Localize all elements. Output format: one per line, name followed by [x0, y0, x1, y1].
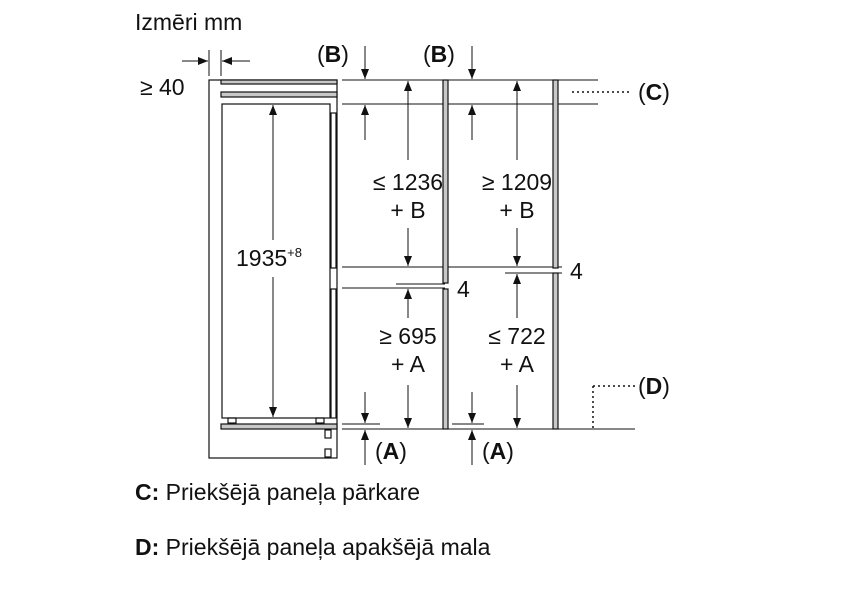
gap-left-label: 4	[457, 276, 470, 302]
lower-panel-right	[552, 272, 559, 430]
lower-right-dimension: ≤ 722	[488, 323, 545, 349]
upper-panel-left	[442, 79, 449, 284]
marker-d: (D)	[592, 373, 670, 429]
upper-left-dimension: ≤ 1236	[373, 169, 443, 195]
side-gap-label: ≥ 40	[140, 74, 185, 100]
legend-item-c: C: Priekšējā paneļa pārkare	[135, 479, 420, 505]
lower-left-dimension: ≥ 695	[379, 323, 436, 349]
side-gap-dimension: ≥ 40	[140, 50, 250, 100]
label-b-right: (B)	[423, 41, 455, 67]
gap-right-label: 4	[570, 258, 583, 284]
height-label: 1935+8	[236, 245, 302, 271]
dimension-column-right: (B) ≥ 1209 + B 4 ≤ 722 + A (A)	[423, 41, 583, 465]
label-a-left: (A)	[375, 438, 407, 464]
upper-panel-right	[552, 79, 559, 269]
marker-c: (C)	[572, 79, 670, 105]
upper-left-addend: + B	[390, 197, 425, 223]
lower-right-addend: + A	[500, 351, 535, 377]
legend-item-d: D: Priekšējā paneļa apakšējā mala	[135, 534, 491, 560]
dimension-column-left: (B) ≤ 1236 + B 4 ≥ 695 + A (A)	[317, 41, 470, 465]
diagram-title: Izmēri mm	[135, 9, 242, 35]
label-b-left: (B)	[317, 41, 349, 67]
lower-panel-left	[442, 288, 449, 430]
upper-right-dimension: ≥ 1209	[482, 169, 552, 195]
lower-left-addend: + A	[391, 351, 426, 377]
reference-lines	[342, 79, 635, 430]
upper-right-addend: + B	[499, 197, 534, 223]
label-a-right: (A)	[482, 438, 514, 464]
label-c: (C)	[638, 79, 670, 105]
label-d: (D)	[638, 373, 670, 399]
cabinet-side-view: 1935+8	[208, 79, 338, 459]
